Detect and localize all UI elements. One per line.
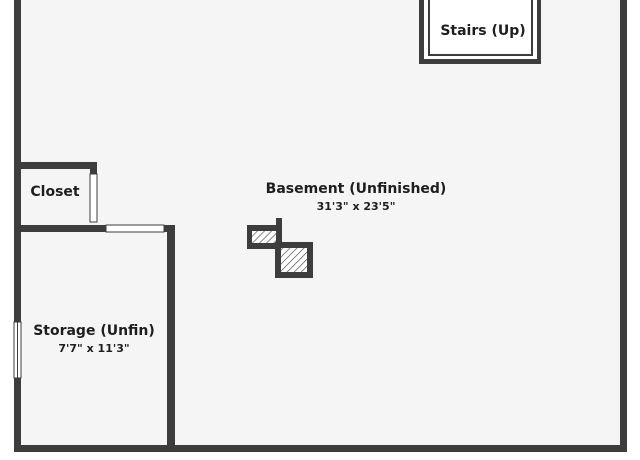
storage-door-opening — [105, 224, 165, 233]
support-column — [247, 218, 313, 278]
stairs-inner-left — [428, 0, 430, 56]
storage-dimensions: 7'7" x 11'3" — [58, 342, 129, 355]
stairs-inner-right — [531, 0, 533, 56]
closet-wall-bottom — [14, 225, 106, 232]
closet-wall-right-top — [90, 162, 97, 174]
stairs-floor — [424, 0, 537, 59]
closet-wall-top — [14, 162, 97, 169]
closet-label: Closet — [30, 184, 80, 200]
stairs-wall-left — [419, 0, 424, 64]
stairs-wall-bottom — [419, 59, 541, 64]
basement-label: Basement (Unfinished) — [266, 181, 447, 197]
closet-door — [89, 173, 98, 223]
outer-wall-right — [620, 0, 627, 452]
storage-label: Storage (Unfin) — [33, 323, 155, 339]
stairs-inner-bottom — [428, 54, 533, 56]
storage-wall-right — [167, 225, 175, 452]
closet-floor — [21, 172, 91, 226]
basement-dimensions: 31'3" x 23'5" — [317, 200, 396, 213]
stairs-label: Stairs (Up) — [440, 23, 525, 39]
stairs-wall-right — [537, 0, 541, 64]
outer-wall-bottom — [14, 445, 627, 452]
